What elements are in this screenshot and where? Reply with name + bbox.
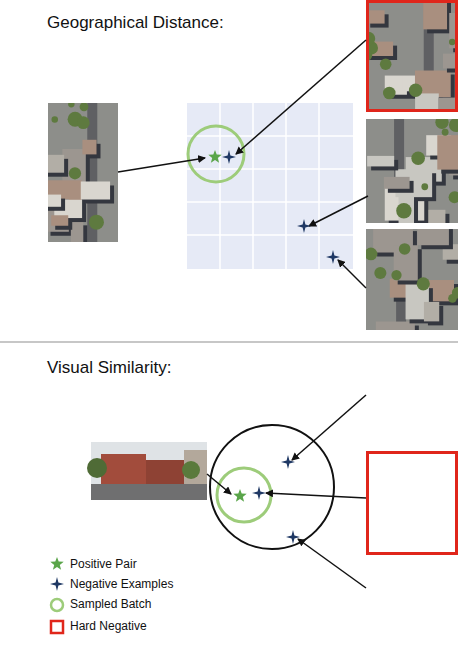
negative-star xyxy=(222,150,236,164)
legend-cross xyxy=(50,577,64,591)
grid-map xyxy=(187,103,353,269)
negative-star xyxy=(297,219,311,233)
section-heading: Geographical Distance: xyxy=(47,13,224,33)
legend-text: Positive Pair xyxy=(70,557,137,571)
grid-lines xyxy=(187,103,353,269)
aerial-photo xyxy=(366,116,458,243)
negative-star xyxy=(286,530,300,544)
aerial-photo xyxy=(366,448,458,575)
legend-text: Hard Negative xyxy=(70,619,147,633)
street-photo xyxy=(87,442,207,500)
legend-star xyxy=(50,557,63,570)
aerial-photo xyxy=(365,224,458,344)
legend-circle xyxy=(51,599,63,611)
aerial-photo xyxy=(360,0,458,139)
legend-text: Sampled Batch xyxy=(70,597,151,611)
batch-circle xyxy=(217,468,271,522)
aerial-photo xyxy=(360,346,458,475)
aerial-photo xyxy=(365,553,458,658)
negative-star xyxy=(252,486,266,500)
negative-star xyxy=(281,455,295,469)
negative-star xyxy=(326,250,340,264)
aerial-photo xyxy=(41,101,118,262)
legend-square xyxy=(51,621,63,633)
arrows xyxy=(118,40,368,588)
legend-text: Negative Examples xyxy=(70,577,173,591)
batch-circle xyxy=(188,126,244,182)
section-heading: Visual Similarity: xyxy=(47,358,171,378)
divider xyxy=(0,341,458,343)
aerial-photo xyxy=(41,439,97,527)
positive-star xyxy=(208,150,221,163)
embedding-circle xyxy=(210,425,334,549)
positive-star xyxy=(233,489,246,502)
